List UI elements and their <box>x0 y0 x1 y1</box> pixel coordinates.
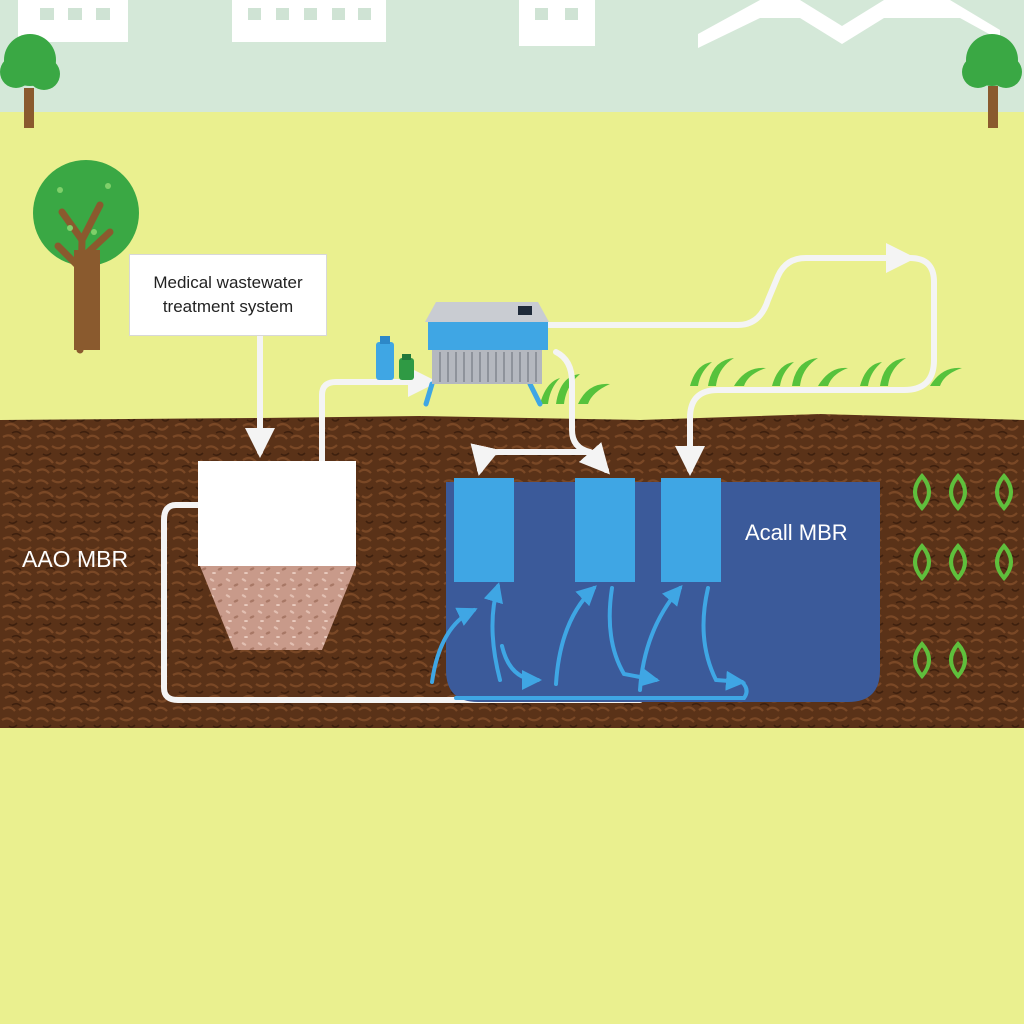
pipe-to-aao-tank <box>319 367 438 465</box>
flow-arrows <box>430 582 749 700</box>
pipe-return-to-module-3 <box>675 255 937 476</box>
callout-line-1: Medical wastewater <box>153 273 303 292</box>
grass-icon <box>540 374 610 404</box>
callout-line-2: treatment system <box>162 297 294 316</box>
membrane-module-3 <box>661 478 721 582</box>
sky-band <box>0 0 1024 112</box>
seedling-icon <box>913 472 1013 680</box>
aao-sludge-hopper <box>200 566 356 650</box>
grass-icon <box>690 358 962 386</box>
building-center <box>232 0 386 42</box>
system-callout: Medical wastewater treatment system <box>129 254 327 336</box>
building-right <box>519 0 595 46</box>
membrane-module-2 <box>575 478 635 582</box>
aao-tank <box>198 461 356 650</box>
mbr-tank <box>430 478 880 702</box>
blower-unit-icon <box>423 302 549 407</box>
aao-tank-body <box>198 461 356 566</box>
membrane-module-1 <box>454 478 514 582</box>
tree-icon <box>0 34 60 128</box>
pipe-bottom-return <box>161 502 643 703</box>
roofline <box>698 0 1000 48</box>
tree-icon <box>33 160 139 354</box>
pipe-to-module-1 <box>470 443 593 476</box>
tree-icon <box>962 34 1022 128</box>
pipe-top-right <box>545 243 916 328</box>
chemical-bottle-icon <box>376 336 414 380</box>
pipe-network <box>161 243 937 703</box>
aao-mbr-label: AAO MBR <box>22 546 129 572</box>
acall-mbr-label: Acall MBR <box>745 520 848 545</box>
